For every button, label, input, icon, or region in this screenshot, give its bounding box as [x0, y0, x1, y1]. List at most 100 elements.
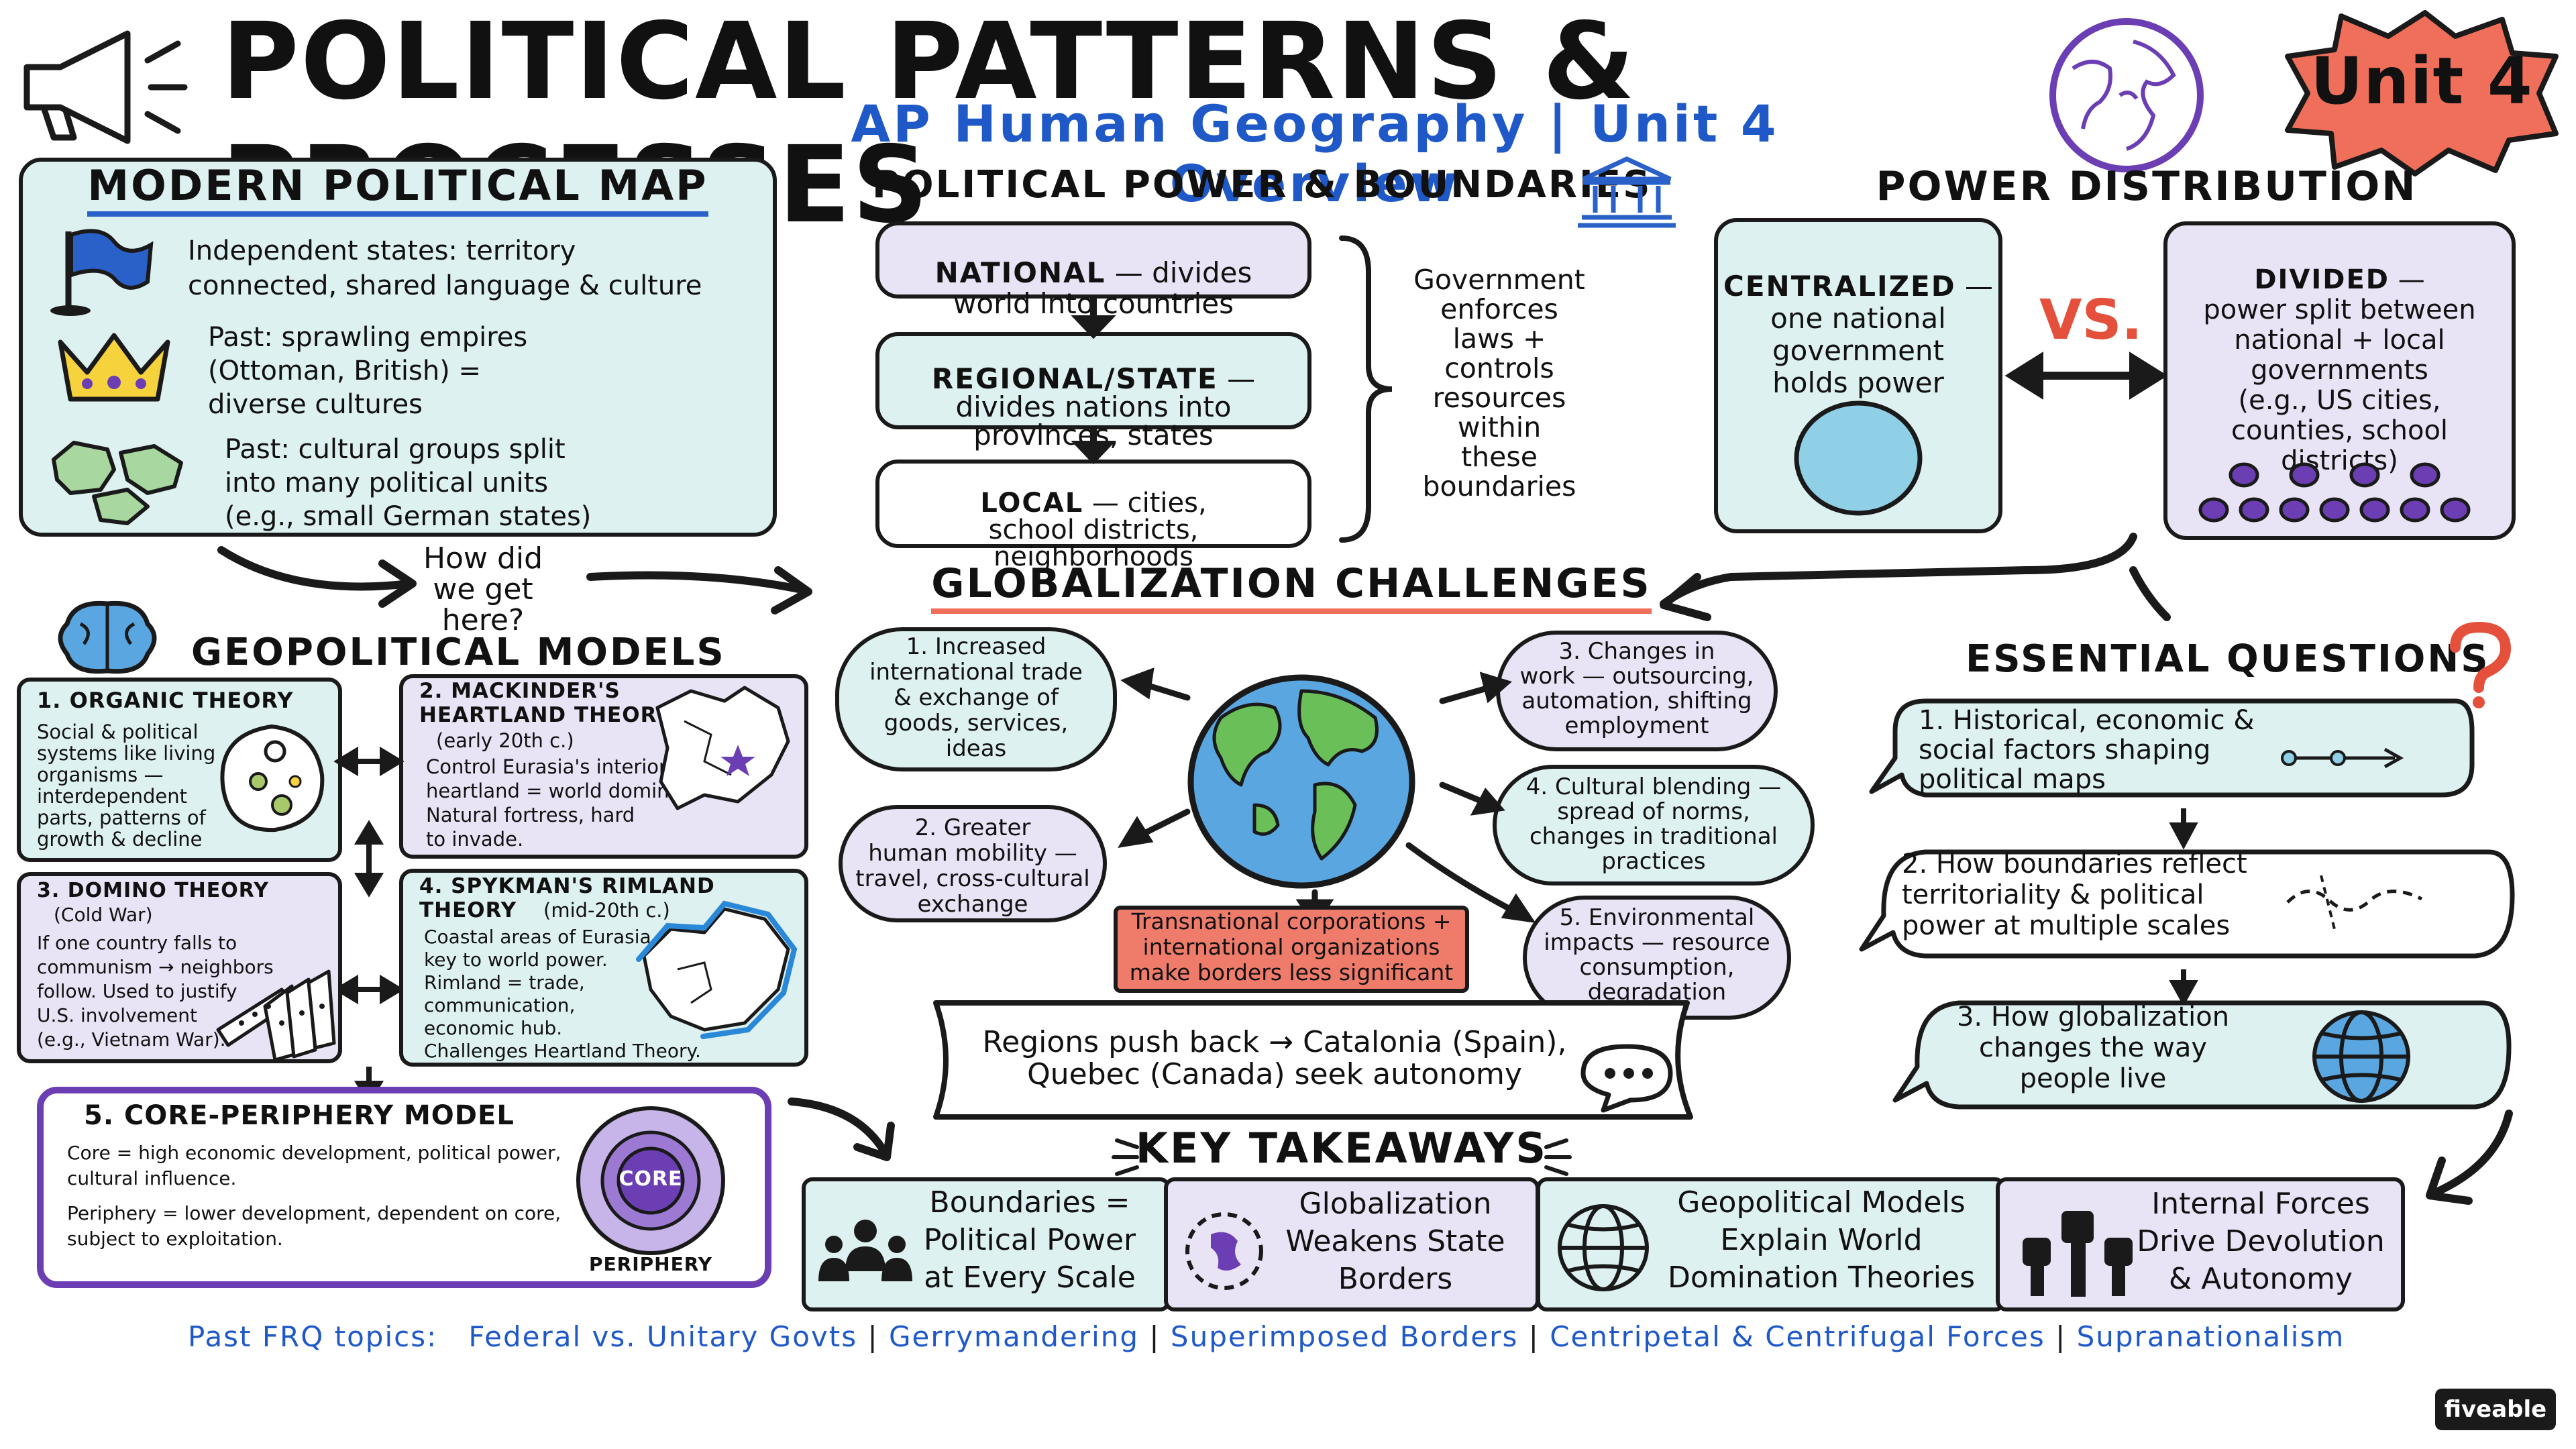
modern-map-panel	[19, 158, 777, 537]
divided-dots-icon	[2198, 462, 2471, 523]
timeline-icon	[2281, 747, 2404, 769]
globe-wire-icon	[2312, 1010, 2410, 1103]
globalization-arrows	[1118, 667, 1536, 928]
frq-topic: Superimposed Borders	[1170, 1320, 1519, 1353]
geopolitical-models-heading: GEOPOLITICAL MODELS	[191, 631, 726, 674]
globalization-item-2	[839, 805, 1107, 922]
model-heartland-title: 2. MACKINDER'S HEARTLAND THEORY	[419, 679, 672, 727]
flow-arrows	[217, 546, 812, 614]
core-periphery-icon	[576, 1106, 725, 1255]
model-arrows	[333, 746, 405, 1005]
takeaway-1	[802, 1177, 1171, 1311]
pushback-banner	[933, 1000, 1693, 1120]
eq-arrow-2	[2169, 969, 2198, 1007]
frq-separator: |	[867, 1320, 879, 1353]
globalization-item-1	[835, 627, 1117, 771]
model-rimland-sub: (mid-20th c.)	[543, 899, 670, 922]
takeaways-sparks	[1112, 1138, 1572, 1176]
crown-icon	[58, 333, 170, 402]
heartland-map-icon	[655, 686, 790, 810]
dominoes-icon	[216, 969, 336, 1062]
globe-icon	[2049, 18, 2204, 172]
speech-bubble-icon	[1580, 1044, 1673, 1113]
power-distribution-heading: POWER DISTRIBUTION	[1876, 163, 2418, 210]
frq-topic: Federal vs. Unitary Govts	[468, 1320, 858, 1353]
globalization-item-5-text: 5. Environmental impacts — resource cons…	[1544, 904, 1770, 1006]
level-national-name: NATIONAL	[934, 256, 1106, 289]
modern-map-heading: MODERN POLITICAL MAP	[87, 161, 708, 217]
megaphone-icon	[23, 30, 188, 144]
eq-item-3: 3. How globalization changes the way peo…	[1956, 1002, 2230, 1094]
model-organic-title: 1. ORGANIC THEORY	[37, 688, 294, 713]
eq-item-2: 2. How boundaries reflect territoriality…	[1902, 849, 2247, 941]
fists-icon	[2023, 1211, 2133, 1297]
globalization-heading: GLOBALIZATION CHALLENGES	[931, 560, 1652, 614]
model-organic-text: Social & political systems like living o…	[37, 720, 216, 851]
page-subtitle: AP Human Geography | Unit 4 Overview	[851, 94, 1779, 213]
centralized-text: — one national government holds power	[1770, 270, 1993, 399]
model-core-periphery-title: 5. CORE-PERIPHERY MODEL	[84, 1100, 515, 1131]
arrow-eq-to-takeaways	[2426, 1110, 2513, 1205]
frq-topic: Gerrymandering	[889, 1320, 1140, 1353]
model-domino-text: If one country falls to communism → neig…	[37, 932, 274, 1051]
brand-logo: fiveable	[2435, 1389, 2556, 1430]
double-arrow	[2004, 352, 2168, 400]
level-local-text: — cities, school districts, neighborhood…	[988, 488, 1207, 572]
level-local-name: LOCAL	[980, 488, 1084, 519]
transnational-panel	[1114, 906, 1469, 993]
core-label: CORE	[619, 1167, 683, 1191]
earth-icon	[1187, 674, 1415, 889]
model-domino-panel	[17, 872, 342, 1063]
model-core-periphery-core-text: Core = high economic development, politi…	[67, 1142, 561, 1189]
modern-map-item: Past: cultural groups split into many po…	[225, 434, 592, 532]
how-did-we-get-here: How did we get here?	[423, 541, 543, 637]
centralized-circle-icon	[1794, 400, 1923, 516]
eq-bubble-2	[1859, 849, 2515, 959]
takeaway-4-text: Internal Forces Drive Devolution & Auton…	[2137, 1187, 2385, 1296]
frq-topic: Centripetal & Centrifugal Forces	[1550, 1320, 2045, 1353]
takeaway-3-text: Geopolitical Models Explain World Domina…	[1667, 1185, 1976, 1295]
frq-separator: |	[2055, 1320, 2067, 1353]
centralized-name: CENTRALIZED	[1723, 270, 1956, 303]
rimland-map-icon	[636, 900, 798, 1039]
divided-text: — power split between national + local g…	[2203, 264, 2476, 476]
dashed-globe-icon	[1185, 1212, 1263, 1290]
takeaway-2-text: Globalization Weakens State Borders	[1285, 1187, 1505, 1296]
divided-name: DIVIDED	[2254, 264, 2390, 295]
periphery-label: PERIPHERY	[588, 1253, 712, 1275]
people-icon	[818, 1220, 912, 1281]
takeaway-4	[1996, 1177, 2405, 1311]
frq-row: Past FRQ topics: Federal vs. Unitary Gov…	[188, 1320, 2402, 1353]
flag-icon	[50, 229, 154, 316]
model-organic-panel	[17, 678, 342, 862]
frq-topic: Supranationalism	[2076, 1320, 2345, 1353]
power-boundaries-note: Government enforces laws + controls reso…	[1413, 264, 1585, 502]
brain-icon	[58, 600, 157, 674]
globalization-item-5	[1523, 896, 1791, 1020]
model-domino-title: 3. DOMINO THEORY	[37, 879, 269, 902]
frq-label: Past FRQ topics:	[188, 1320, 438, 1353]
model-core-periphery-periphery-text: Periphery = lower development, dependent…	[67, 1202, 561, 1250]
frq-separator: |	[1149, 1320, 1161, 1353]
globalization-item-3-text: 3. Changes in work — outsourcing, automa…	[1519, 638, 1754, 739]
essential-questions-heading: ESSENTIAL QUESTIONS	[1966, 637, 2490, 681]
power-boundaries-heading: POLITICAL POWER & BOUNDARIES	[872, 163, 1652, 207]
unit-badge: Unit 4	[2310, 44, 2533, 119]
globalization-item-3	[1496, 631, 1778, 751]
unit-badge-shape	[2285, 10, 2559, 176]
level-national-text: — divides world into countries	[953, 256, 1252, 320]
modern-map-item: Past: sprawling empires (Ottoman, Britis…	[208, 322, 528, 420]
map-fragments-icon	[52, 441, 183, 525]
model-rimland-title: 4. SPYKMAN'S RIMLAND THEORY	[419, 874, 715, 922]
globalization-item-4-text: 4. Cultural blending — spread of norms, …	[1525, 773, 1782, 875]
brace	[1339, 235, 1393, 543]
model-domino-sub: (Cold War)	[54, 904, 153, 926]
globalization-item-2-text: 2. Greater human mobility — travel, cros…	[855, 814, 1090, 918]
cell-icon	[220, 724, 325, 833]
eq-bubble-1	[1869, 698, 2475, 798]
transnational-text: Transnational corporations + internation…	[1129, 908, 1454, 985]
pushback-text: Regions push back → Catalonia (Spain), Q…	[982, 1025, 1567, 1091]
arrow-to-takeaways	[788, 1097, 895, 1161]
capitol-icon	[1578, 156, 1676, 228]
